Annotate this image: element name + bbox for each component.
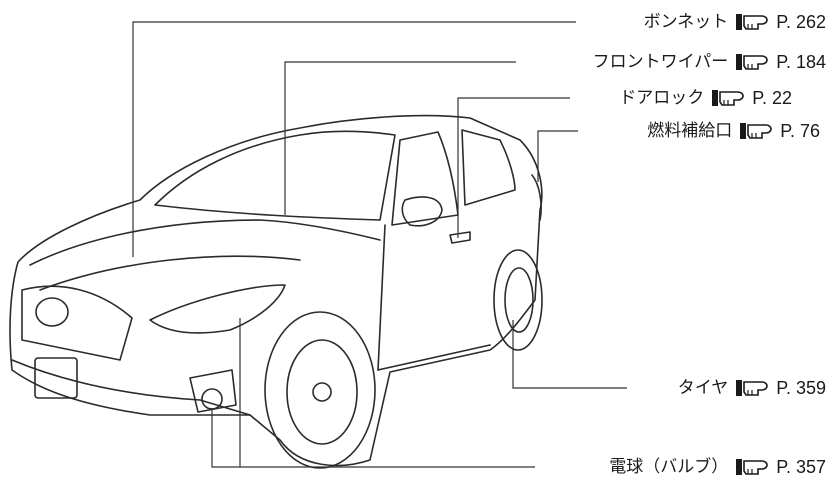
door-handle — [449, 231, 471, 244]
callout-label: タイヤ — [677, 378, 729, 398]
reference: P. 357 — [736, 456, 826, 478]
grille-emblem — [35, 297, 69, 327]
leader-bulb-fog — [211, 408, 535, 468]
rear-rim — [504, 267, 534, 333]
car-body-outline — [9, 114, 543, 467]
front-wheel — [264, 311, 376, 469]
page-reference: P. 359 — [776, 378, 826, 398]
windshield — [154, 130, 396, 221]
front-hub — [312, 382, 332, 402]
page-reference: P. 76 — [780, 121, 820, 141]
front-rim — [286, 339, 358, 445]
callout-label: 燃料補給口 — [647, 121, 733, 141]
pointing-hand-icon — [736, 13, 769, 31]
fog-light — [201, 388, 223, 410]
pointing-hand-icon — [736, 458, 769, 476]
front-bumper — [11, 359, 251, 416]
leader-bonnet — [132, 21, 576, 257]
side-mirror — [401, 196, 443, 227]
page-reference: P. 262 — [776, 12, 826, 32]
page-reference: P. 22 — [752, 88, 792, 108]
pointing-hand-icon — [736, 379, 769, 397]
leader-doorlock — [457, 97, 570, 238]
callout-label: 電球（バルブ） — [609, 457, 729, 477]
callout-door-lock: ドアロック P. 22 — [613, 87, 792, 109]
fuel-door — [531, 174, 542, 221]
callout-fuel-lid: 燃料補給口 P. 76 — [641, 120, 820, 142]
callout-bonnet: ボンネット P. 262 — [637, 11, 826, 33]
hood-line — [29, 219, 381, 266]
callout-bulb: 電球（バルブ） P. 357 — [603, 456, 826, 478]
rocker — [377, 344, 491, 371]
callout-front-wiper: フロントワイパー P. 184 — [586, 51, 826, 73]
leader-tire — [512, 320, 627, 389]
fog-light-housing — [189, 369, 237, 413]
reference: P. 76 — [740, 120, 820, 142]
callout-tire: タイヤ P. 359 — [671, 377, 826, 399]
reference: P. 184 — [736, 51, 826, 73]
reference: P. 22 — [712, 87, 792, 109]
page-reference: P. 357 — [776, 457, 826, 477]
rear-wheel — [493, 249, 543, 351]
callout-label: ドアロック — [619, 88, 705, 108]
door-line — [377, 224, 386, 371]
reference: P. 262 — [736, 11, 826, 33]
callout-label: フロントワイパー — [592, 52, 729, 72]
reference: P. 359 — [736, 377, 826, 399]
leader-fuel — [537, 130, 578, 182]
leader-wiper — [284, 61, 516, 215]
license-plate — [34, 357, 78, 399]
callout-label: ボンネット — [643, 12, 729, 32]
pointing-hand-icon — [712, 89, 745, 107]
pointing-hand-icon — [740, 122, 773, 140]
rear-side-window — [461, 129, 516, 206]
page-reference: P. 184 — [776, 52, 826, 72]
headlight — [149, 284, 286, 334]
grille — [21, 285, 133, 361]
hood-crease — [39, 255, 301, 291]
pointing-hand-icon — [736, 53, 769, 71]
